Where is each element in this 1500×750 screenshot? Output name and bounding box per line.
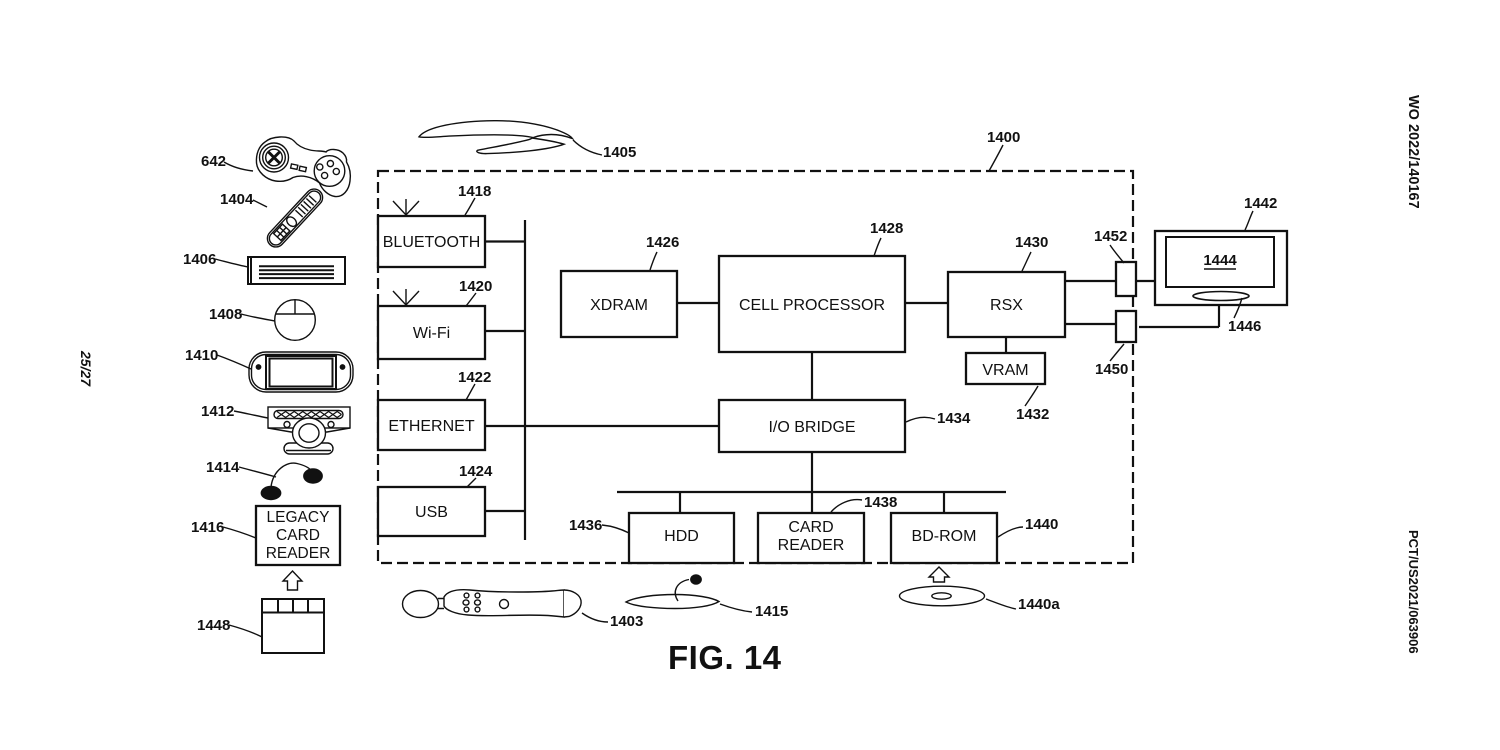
svg-text:READER: READER [266,545,331,562]
svg-text:1410: 1410 [185,347,218,364]
svg-text:1408: 1408 [209,306,242,323]
svg-text:XDRAM: XDRAM [590,297,648,314]
svg-text:1412: 1412 [201,403,234,420]
svg-text:1448: 1448 [197,617,230,634]
svg-text:1426: 1426 [646,234,679,251]
svg-text:1452: 1452 [1094,228,1127,245]
svg-text:USB: USB [415,504,448,521]
svg-text:1450: 1450 [1095,361,1128,378]
svg-text:CARD: CARD [788,519,833,536]
svg-text:BLUETOOTH: BLUETOOTH [383,234,481,251]
svg-text:I/O BRIDGE: I/O BRIDGE [768,419,855,436]
svg-text:1424: 1424 [459,463,493,480]
svg-text:1440: 1440 [1025,516,1058,533]
svg-text:Wi-Fi: Wi-Fi [413,325,450,342]
svg-text:RSX: RSX [990,297,1023,314]
svg-text:1420: 1420 [459,278,492,295]
svg-text:1442: 1442 [1244,195,1277,212]
svg-text:PCT/US2021/063906: PCT/US2021/063906 [1406,530,1421,654]
svg-text:CELL PROCESSOR: CELL PROCESSOR [739,297,885,314]
svg-text:1404: 1404 [220,191,254,208]
svg-text:1438: 1438 [864,494,897,511]
svg-text:1418: 1418 [458,183,491,200]
svg-text:1403: 1403 [610,613,643,630]
svg-text:FIG. 14: FIG. 14 [668,639,782,676]
svg-text:ETHERNET: ETHERNET [388,418,474,435]
svg-text:BD-ROM: BD-ROM [912,528,977,545]
svg-text:1414: 1414 [206,459,240,476]
svg-text:READER: READER [778,537,845,554]
svg-text:1422: 1422 [458,369,491,386]
svg-text:VRAM: VRAM [982,362,1028,379]
svg-text:1446: 1446 [1228,318,1261,335]
svg-text:1400: 1400 [987,129,1020,146]
svg-text:1432: 1432 [1016,406,1049,423]
svg-text:HDD: HDD [664,528,699,545]
svg-text:CARD: CARD [276,527,320,544]
svg-text:1436: 1436 [569,517,602,534]
svg-text:1406: 1406 [183,251,216,268]
svg-text:1430: 1430 [1015,234,1048,251]
svg-text:LEGACY: LEGACY [267,509,330,526]
svg-text:1428: 1428 [870,220,903,237]
svg-text:1416: 1416 [191,519,224,536]
svg-text:1434: 1434 [937,410,971,427]
svg-text:1444: 1444 [1203,252,1237,269]
svg-text:642: 642 [201,153,226,170]
svg-text:25/27: 25/27 [78,350,94,387]
svg-text:1415: 1415 [755,603,788,620]
svg-text:1440a: 1440a [1018,596,1060,613]
svg-text:WO 2022/140167: WO 2022/140167 [1405,95,1421,209]
svg-text:1405: 1405 [603,144,636,161]
